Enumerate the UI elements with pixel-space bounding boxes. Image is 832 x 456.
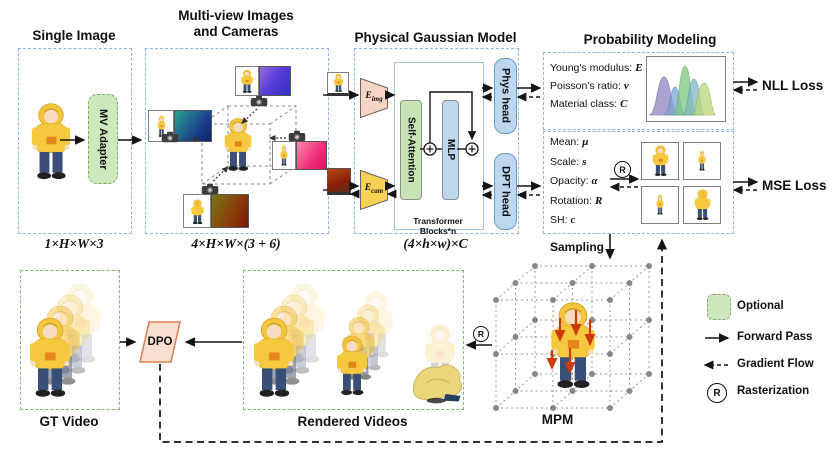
rendered-video-3 (412, 324, 463, 404)
camera-icon-right (288, 130, 306, 142)
param-sh: SH:c (550, 214, 576, 226)
view-thumb-right (272, 141, 296, 170)
camera-icon-left (161, 131, 179, 143)
legend-rasterization-label: Rasterization (737, 385, 810, 397)
rendered-video-2 (336, 290, 394, 396)
param-mean: Mean:μ (550, 136, 589, 148)
distribution-plot (646, 56, 726, 122)
gaussian-params-list: Mean:μ Scale:s Opacity:α Rotation:R SH:c (550, 136, 602, 234)
legend-gradient-label: Gradient Flow (737, 358, 814, 370)
dpt-head-block: DPT head (494, 153, 517, 230)
encoder-camera-block (360, 170, 388, 210)
rasterization-icon-mpm: R (473, 326, 489, 342)
dim-tokens: (4×h×w)×C (403, 236, 468, 251)
rasterization-icon-prob: R (614, 161, 631, 178)
camera-icon-top (250, 95, 268, 107)
single-image-doll (30, 102, 72, 181)
rendered-videos-label: Rendered Videos (297, 414, 408, 429)
phys-head-block: Phys head (494, 58, 517, 134)
self-attention-block: Self-Attention (400, 100, 422, 200)
camera-map-front (259, 66, 291, 96)
view-thumb-back (183, 194, 211, 228)
camera-map-right (296, 141, 327, 170)
legend-rasterization-icon: R (707, 383, 727, 403)
mlp-block: MLP (442, 100, 459, 200)
gt-video-label: GT Video (39, 414, 99, 429)
panel-gt-video (20, 270, 120, 410)
panel-multi-view (145, 48, 329, 234)
physics-params-list: Young's modulus:E Poisson's ratio:ν Mate… (550, 62, 643, 116)
param-scale: Scale:s (550, 155, 587, 168)
param-rotation: Rotation:R (550, 194, 603, 207)
camera-icon-bottom (201, 183, 219, 195)
camera-map-back (211, 194, 249, 228)
title-physical-gaussian-model: Physical Gaussian Model (354, 30, 517, 45)
multi-view-doll (224, 117, 252, 172)
gt-video-frames (29, 283, 101, 398)
mv-adapter-label: MV Adapter (97, 108, 109, 170)
title-multi-view-line2: and Cameras (193, 24, 279, 39)
title-single-image: Single Image (32, 28, 116, 43)
encoder-camera-label: Ecam (364, 183, 384, 195)
rasterized-view-4 (683, 186, 721, 224)
title-probability-modeling: Probability Modeling (583, 32, 717, 47)
encoder-image-label: Eimg (365, 91, 383, 103)
rasterized-view-1 (641, 142, 679, 180)
mpm-label: MPM (541, 412, 574, 427)
mpm-force-arrows (546, 310, 596, 374)
panel-physical-gaussian (354, 48, 519, 234)
rasterized-view-3 (641, 186, 679, 224)
param-opacity: Opacity:α (550, 175, 598, 187)
title-multi-view: Multi-view Images and Cameras (135, 8, 337, 40)
mv-adapter-block: MV Adapter (88, 94, 118, 184)
nll-loss-label: NLL Loss (762, 78, 824, 93)
legend-forward-label: Forward Pass (737, 331, 813, 343)
rendered-video-1 (253, 283, 325, 398)
dpo-label: DPO (147, 336, 173, 348)
legend-optional-swatch (707, 294, 731, 320)
param-poissons-ratio: Poisson's ratio:ν (550, 80, 629, 92)
encoder-image-block (360, 78, 388, 118)
legend-optional-label: Optional (737, 300, 784, 312)
param-youngs-modulus: Young's modulus:E (550, 62, 643, 74)
dim-single-image: 1×H×W×3 (44, 236, 104, 251)
dim-multi-view: 4×H×W×(3 + 6) (191, 236, 281, 251)
rasterized-view-2 (683, 142, 721, 180)
param-material-class: Material class:C (550, 98, 628, 110)
input-thumb-camera-map (327, 168, 351, 195)
transformer-blocks-label: Transformer Blocks*n (413, 216, 463, 236)
panel-single-image (18, 48, 132, 234)
mse-loss-label: MSE Loss (762, 178, 827, 193)
title-multi-view-line1: Multi-view Images (178, 8, 294, 23)
input-thumb-image (327, 72, 349, 96)
view-thumb-front (235, 66, 259, 96)
camera-map-left (174, 110, 212, 142)
